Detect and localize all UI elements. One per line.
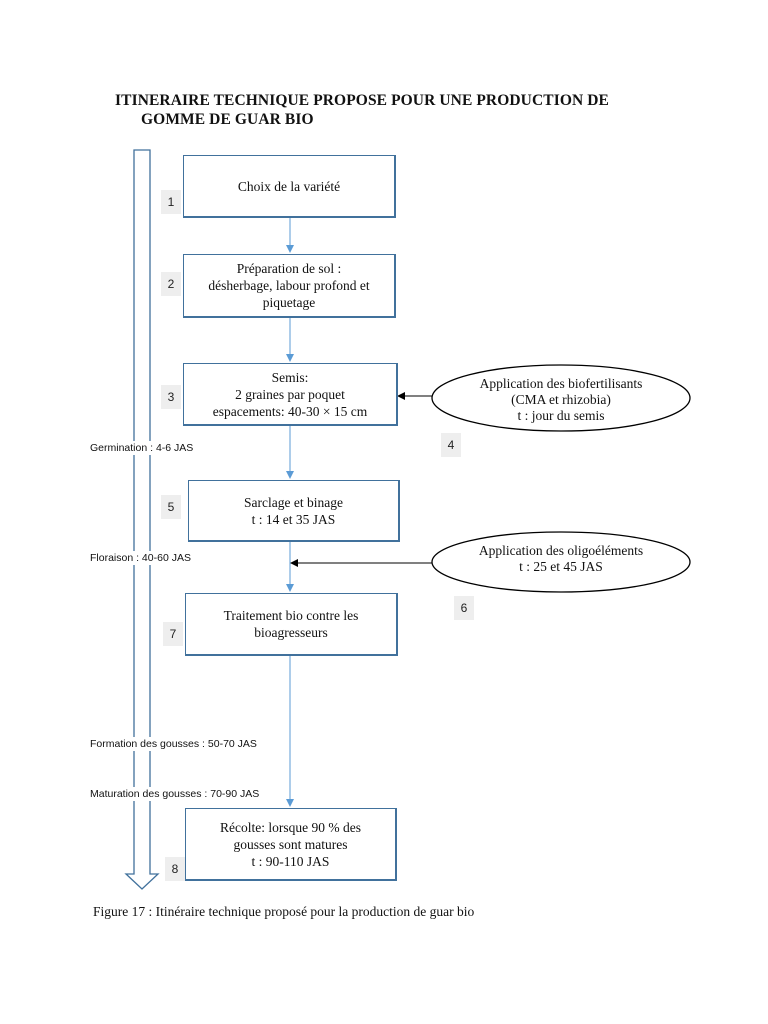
input-text-oligoelements: Application des oligoéléments t : 25 et … xyxy=(478,543,644,574)
step-text: Sarclage et binage t : 14 et 35 JAS xyxy=(244,494,343,527)
input-number: 4 xyxy=(441,433,461,457)
step-box-sarclage: Sarclage et binage t : 14 et 35 JAS xyxy=(188,480,400,542)
title-line-1: ITINERAIRE TECHNIQUE PROPOSE POUR UNE PR… xyxy=(115,92,609,109)
step-number: 7 xyxy=(163,622,183,646)
timeline-arrow xyxy=(124,149,160,890)
diagram-title: ITINERAIRE TECHNIQUE PROPOSE POUR UNE PR… xyxy=(0,0,768,140)
step-box-recolte: Récolte: lorsque 90 % des gousses sont m… xyxy=(185,808,397,881)
stage-label-maturation-gousses: Maturation des gousses : 70-90 JAS xyxy=(90,787,262,801)
step-box-preparation-sol: Préparation de sol : désherbage, labour … xyxy=(183,254,396,318)
step-number: 3 xyxy=(161,385,181,409)
title-line-2: GOMME DE GUAR BIO xyxy=(141,111,314,128)
step-box-traitement-bio: Traitement bio contre les bioagresseurs xyxy=(185,593,398,656)
input-number: 6 xyxy=(454,596,474,620)
stage-label-germination: Germination : 4-6 JAS xyxy=(90,441,196,455)
input-ellipse-biofertilisants xyxy=(431,364,691,432)
input-text-biofertilisants: Application des biofertilisants (CMA et … xyxy=(479,376,643,423)
step-number: 2 xyxy=(161,272,181,296)
step-box-semis: Semis: 2 graines par poquet espacements:… xyxy=(183,363,398,426)
stage-label-floraison: Floraison : 40-60 JAS xyxy=(90,551,193,565)
step-number: 8 xyxy=(165,857,185,881)
stage-label-formation-gousses: Formation des gousses : 50-70 JAS xyxy=(90,737,259,751)
step-box-choix-variete: Choix de la variété xyxy=(183,155,396,218)
step-number: 5 xyxy=(161,495,181,519)
step-text: Choix de la variété xyxy=(237,178,341,194)
step-number: 1 xyxy=(161,190,181,214)
step-text: Récolte: lorsque 90 % des gousses sont m… xyxy=(220,819,361,869)
step-text: Préparation de sol : désherbage, labour … xyxy=(208,261,370,310)
step-text: Semis: 2 graines par poquet espacements:… xyxy=(212,369,368,419)
step-text: Traitement bio contre les bioagresseurs xyxy=(223,608,359,640)
input-ellipse-oligoelements xyxy=(431,531,691,593)
figure-caption: Figure 17 : Itinéraire technique proposé… xyxy=(93,904,475,919)
